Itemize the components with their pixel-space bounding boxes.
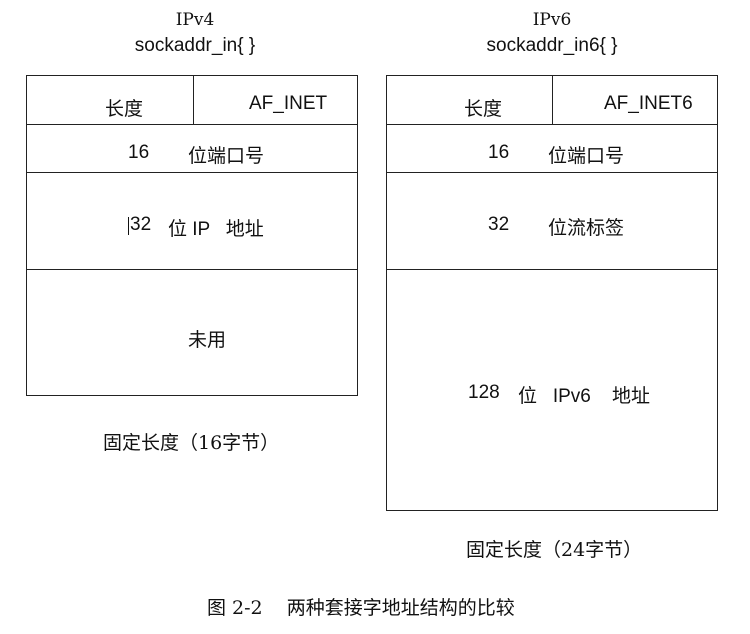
ipv6-struct-box: 长度 AF_INET6 16 位端口号 32 位流标签 128 位 IPv6 地…	[386, 75, 718, 511]
ipv4-length-label: 长度	[105, 99, 144, 120]
ipv4-port-label: 位端口号	[188, 146, 265, 167]
ipv4-struct-box: 长度 AF_INET 16 位端口号 32 位 IP 地址 未用	[26, 75, 358, 396]
text-cursor	[128, 217, 129, 235]
ipv6-flow-label: 位流标签	[548, 218, 625, 239]
ipv6-divider-3	[387, 269, 717, 270]
ipv4-header-divider	[193, 76, 194, 125]
ipv4-divider-3	[27, 269, 357, 270]
ipv4-version-label: IPv4	[175, 10, 215, 30]
ipv4-port-bits: 16	[128, 142, 150, 163]
ipv6-header-divider	[552, 76, 553, 125]
figure-caption: 图 2-2 两种套接字地址结构的比较	[207, 597, 515, 619]
ipv4-struct-name: sockaddr_in{ }	[134, 35, 256, 56]
ipv6-size-caption: 固定长度（24字节）	[466, 539, 643, 561]
ipv6-version-label: IPv6	[532, 10, 572, 30]
ipv4-size-caption: 固定长度（16字节）	[103, 432, 280, 454]
ipv4-family-label: AF_INET	[249, 93, 328, 114]
ipv6-addr-label: 位 IPv6 地址	[518, 386, 650, 407]
ipv4-addr-label: 位 IP 地址	[168, 219, 264, 240]
ipv4-addr-bits: 32	[130, 214, 152, 235]
ipv6-length-label: 长度	[464, 99, 503, 120]
ipv6-port-bits: 16	[488, 142, 510, 163]
ipv6-family-label: AF_INET6	[604, 93, 693, 114]
ipv6-struct-name: sockaddr_in6{ }	[486, 35, 618, 56]
ipv6-port-label: 位端口号	[548, 146, 625, 167]
ipv4-divider-1	[27, 124, 357, 125]
ipv4-divider-2	[27, 172, 357, 173]
ipv6-divider-2	[387, 172, 717, 173]
ipv4-unused-label: 未用	[188, 330, 227, 351]
ipv6-flow-bits: 32	[488, 214, 510, 235]
ipv6-addr-bits: 128	[468, 382, 500, 403]
